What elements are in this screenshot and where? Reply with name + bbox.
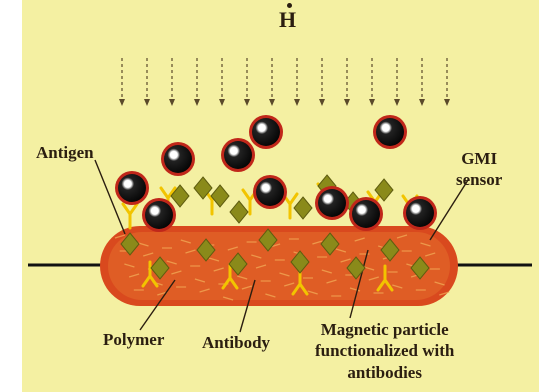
gmi-sensor-label: GMI sensor	[456, 148, 502, 191]
field-arrow-icon	[444, 58, 450, 106]
field-label: H	[279, 8, 296, 31]
field-arrow-icon	[319, 58, 325, 106]
field-arrow-icon	[269, 58, 275, 106]
particle-layer	[115, 115, 437, 232]
field-arrow-icon	[369, 58, 375, 106]
particle-label-line-1: Magnetic particle	[315, 319, 454, 340]
field-arrow-icon	[344, 58, 350, 106]
magnetic-particle-icon	[221, 138, 255, 172]
antibody-label: Antibody	[202, 334, 270, 352]
field-arrow-icon	[219, 58, 225, 106]
polymer-label: Polymer	[103, 331, 164, 349]
antibody-icon	[123, 204, 137, 228]
field-arrow-icon	[144, 58, 150, 106]
particle-label-line-3: antibodies	[315, 362, 454, 383]
gmi-label-line-1: GMI	[456, 148, 502, 169]
field-arrow-icon	[419, 58, 425, 106]
magnetic-particle-icon	[315, 186, 349, 220]
field-arrow-icon	[294, 58, 300, 106]
field-arrow-row	[119, 58, 450, 106]
field-arrow-icon	[169, 58, 175, 106]
field-arrow-icon	[394, 58, 400, 106]
magnetic-particle-icon	[373, 115, 407, 149]
gmi-label-line-2: sensor	[456, 169, 502, 190]
field-arrow-icon	[119, 58, 125, 106]
antigen-icon	[230, 201, 248, 223]
antigen-icon	[294, 197, 312, 219]
magnetic-particle-icon	[142, 198, 176, 232]
field-arrow-icon	[244, 58, 250, 106]
particle-label-line-2: functionalized with	[315, 340, 454, 361]
magnetic-particle-icon	[161, 142, 195, 176]
magnetic-particle-icon	[249, 115, 283, 149]
magnetic-particle-icon	[403, 196, 437, 230]
antigen-icon	[211, 185, 229, 207]
magnetic-particle-icon	[349, 197, 383, 231]
magnetic-particle-icon	[115, 171, 149, 205]
field-arrow-icon	[194, 58, 200, 106]
magnetic-particle-label: Magnetic particle functionalized with an…	[315, 319, 454, 383]
antigen-label: Antigen	[36, 144, 94, 162]
magnetic-particle-icon	[253, 175, 287, 209]
